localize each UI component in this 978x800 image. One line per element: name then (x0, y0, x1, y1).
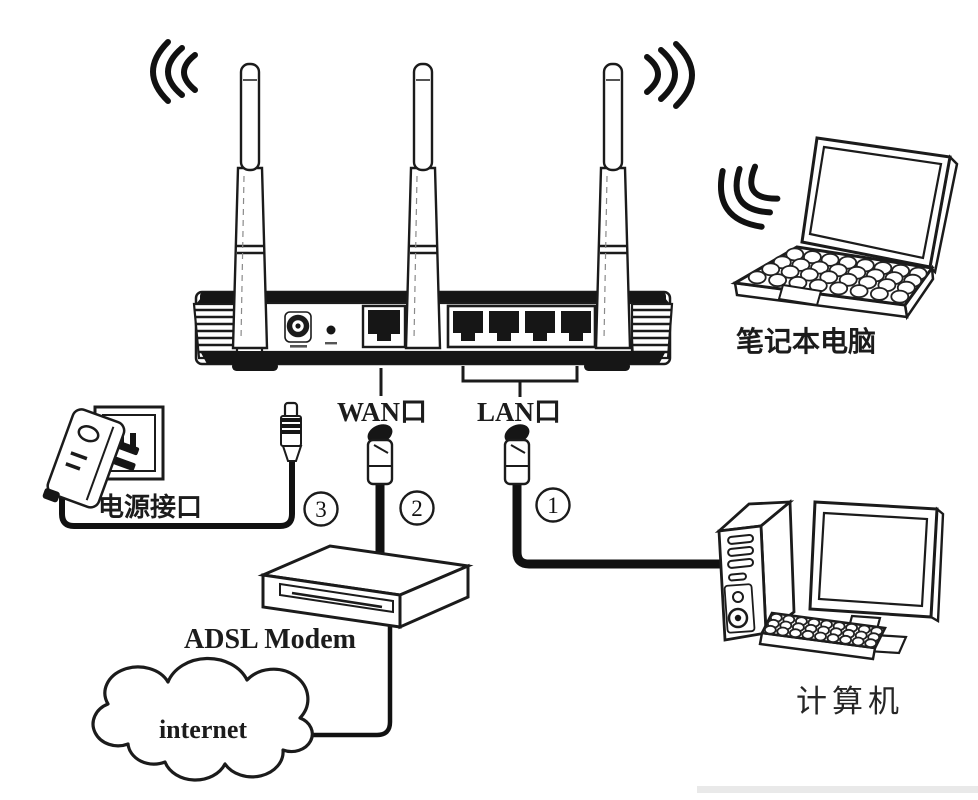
rj45-connector-lan (503, 424, 531, 486)
power-adapter (42, 408, 140, 509)
step-badge-2: 2 (399, 490, 435, 526)
step-badge-1: 1 (535, 487, 571, 523)
router-left-vent (192, 302, 239, 360)
wifi-waves-laptop (718, 163, 781, 230)
computer-tower (714, 499, 796, 642)
desktop-computer (714, 499, 945, 661)
reset-button (325, 325, 337, 345)
wan-port (361, 304, 407, 349)
router (192, 62, 674, 371)
adsl-modem-label: ADSL Modem (184, 624, 356, 655)
step-badge-3: 3 (303, 491, 339, 527)
internet-label: internet (159, 715, 247, 744)
internet-line (296, 623, 393, 738)
laptop (718, 136, 959, 321)
laptop-keyboard (747, 247, 928, 304)
wifi-waves-right (644, 41, 695, 109)
lan-port-label: LAN口 (477, 397, 561, 427)
wan-port-label: WAN口 (337, 397, 427, 427)
laptop-label: 笔记本电脑 (736, 325, 876, 358)
power-cable (59, 455, 295, 529)
step-number-2: 2 (411, 496, 423, 521)
computer-keyboard (758, 611, 887, 661)
router-right-vent (628, 302, 674, 360)
power-jack (284, 311, 312, 348)
wifi-waves-left (150, 39, 198, 104)
power-socket-label: 电源接口 (98, 493, 202, 522)
lan-bracket (461, 366, 579, 397)
antenna-left (231, 62, 269, 350)
antenna-middle (404, 62, 442, 350)
step-number-1: 1 (547, 493, 559, 518)
computer-monitor (808, 500, 945, 655)
scan-artifact (697, 786, 978, 793)
router-antennas (231, 62, 632, 350)
internet-cloud (91, 656, 314, 782)
rj45-connector-wan (366, 424, 394, 486)
dc-power-plug (280, 401, 303, 462)
lan-ports (446, 304, 597, 349)
step-number-3: 3 (315, 497, 327, 522)
adsl-modem (257, 544, 474, 630)
desktop-computer-label: 计算机 (796, 684, 904, 719)
laptop-touchpad (777, 283, 823, 307)
lan-cable (512, 477, 727, 569)
antenna-right (594, 62, 632, 350)
